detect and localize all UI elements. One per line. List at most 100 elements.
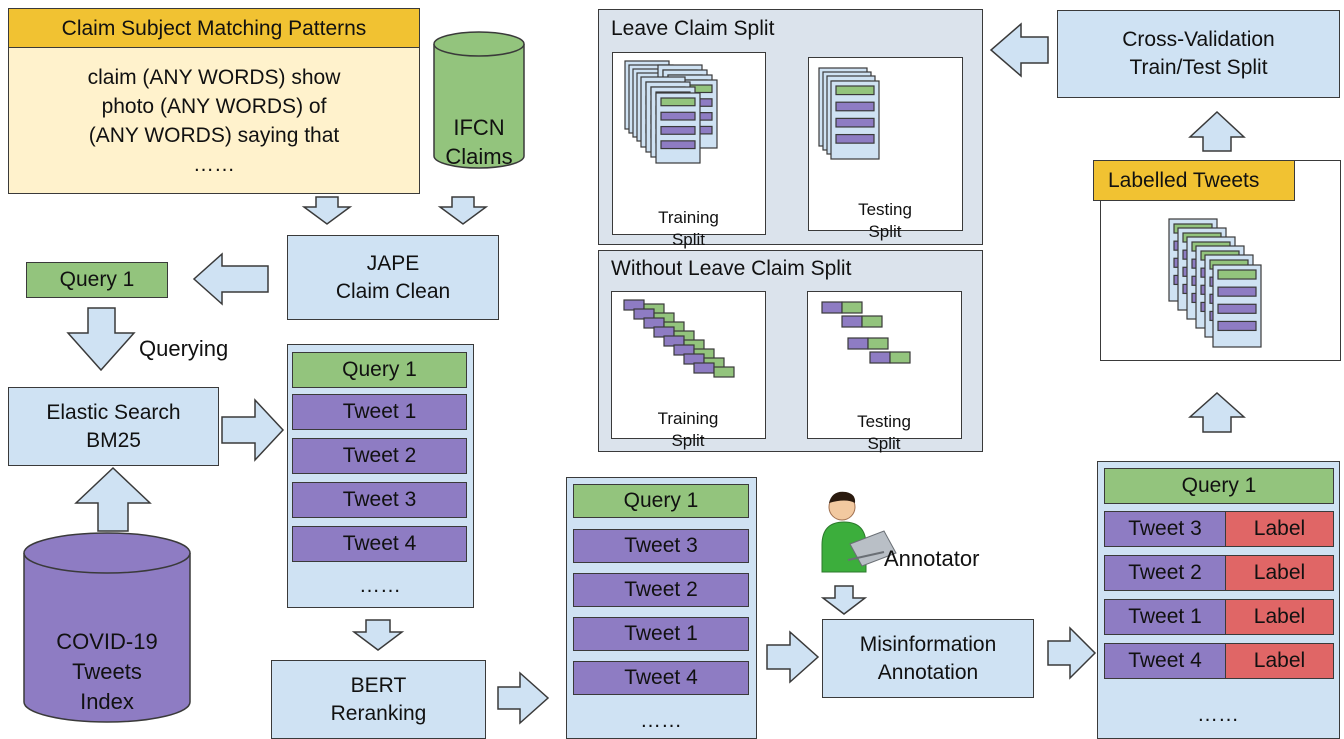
without-testing-label: Testing Split — [857, 412, 911, 453]
without-leave-claim-split-panel: Without Leave Claim Split Training Split… — [598, 250, 983, 453]
doc-query-bar — [1217, 269, 1257, 280]
arrow-right-icon — [1047, 626, 1097, 680]
retrieved-tweet: Tweet 3 — [292, 482, 467, 518]
elastic-search-bm25: Elastic Search BM25 — [8, 387, 219, 466]
pair-tweet-bar — [693, 362, 715, 374]
leave-training-box: Training Split — [612, 52, 766, 249]
annotator-label: Annotator — [884, 546, 980, 571]
reranked-tweet: Tweet 4 — [573, 661, 749, 695]
arrow-down-icon — [437, 196, 489, 225]
leave-claim-split-title: Leave Claim Split — [611, 17, 775, 40]
doc-tweet-bar — [660, 140, 696, 150]
labelled-ellipsis: …… — [1197, 703, 1239, 726]
testing-pairs-icon — [821, 301, 911, 364]
reranked-ellipsis: …… — [640, 709, 682, 732]
doc-tweet-bar — [835, 133, 875, 144]
without-leave-claim-split-title: Without Leave Claim Split — [611, 257, 852, 280]
arrow-down-icon — [820, 585, 868, 615]
pair-query-bar — [867, 337, 889, 350]
without-testing-box: Testing Split — [807, 291, 962, 453]
retrieved-tweet: Tweet 2 — [292, 438, 467, 474]
arrow-right-icon — [497, 671, 550, 725]
arrow-down-icon — [301, 196, 353, 225]
querying-label: Querying — [139, 336, 229, 361]
leave-training-label: Training Split — [658, 208, 719, 249]
training-docs-icon — [624, 60, 718, 164]
doc-tweet-bar — [660, 125, 696, 135]
arrow-right-icon — [221, 398, 285, 462]
pair-query-bar — [889, 351, 911, 364]
training-pairs-icon — [623, 299, 735, 378]
reranked-query: Query 1 — [573, 484, 749, 518]
doc-query-bar — [835, 85, 875, 96]
label-badge: Label — [1225, 555, 1334, 591]
labelled-row: Tweet 3 Label — [1104, 511, 1334, 547]
testing-docs-icon — [818, 67, 880, 160]
pair-tweet-bar — [841, 315, 863, 328]
doc-tweet-bar — [660, 111, 696, 121]
covid-cylinder — [23, 532, 191, 723]
doc-query-bar — [660, 97, 696, 107]
labelled-row: Tweet 2 Label — [1104, 555, 1334, 591]
label-badge: Label — [1225, 643, 1334, 679]
reranked-tweet: Tweet 3 — [573, 529, 749, 563]
labelled-tweet: Tweet 4 — [1104, 643, 1226, 679]
reranked-list: Query 1 Tweet 3 Tweet 2 Tweet 1 Tweet 4 … — [566, 477, 757, 739]
doc-tweet-bar — [1217, 286, 1257, 297]
retrieved-ellipsis: …… — [359, 574, 401, 597]
labelled-tweet: Tweet 3 — [1104, 511, 1226, 547]
labelled-tweets-box: Labelled Tweets — [1093, 160, 1341, 361]
labelled-row: Tweet 1 Label — [1104, 599, 1334, 635]
retrieved-tweet: Tweet 4 — [292, 526, 467, 562]
retrieved-tweet: Tweet 1 — [292, 394, 467, 430]
labelled-list: Query 1 Tweet 3 Label Tweet 2 Label Twee… — [1097, 461, 1340, 739]
misinformation-annotation: Misinformation Annotation — [822, 619, 1034, 698]
ifcn-claims-label: IFCN Claims — [445, 115, 513, 169]
labelled-tweet: Tweet 1 — [1104, 599, 1226, 635]
leave-claim-split-panel: Leave Claim Split Training Split Testing… — [598, 9, 983, 249]
arrow-down-icon — [66, 307, 136, 372]
query-node: Query 1 — [26, 262, 168, 298]
without-training-label: Training Split — [657, 409, 719, 450]
labelled-query: Query 1 — [1104, 468, 1334, 504]
doc-tweet-bar — [1217, 320, 1257, 332]
labelled-row: Tweet 4 Label — [1104, 643, 1334, 679]
doc-tweet-bar — [1217, 303, 1257, 314]
arrow-up-icon — [74, 466, 152, 532]
pair-query-bar — [841, 301, 863, 314]
covid-tweets-index-label: COVID-19 Tweets Index — [56, 629, 158, 714]
annotator-person-icon — [821, 491, 897, 573]
pair-query-bar — [713, 366, 735, 378]
doc-tweet-bar — [835, 117, 875, 128]
doc-tweet-bar — [835, 101, 875, 112]
cross-validation-split: Cross-Validation Train/Test Split — [1057, 10, 1340, 98]
pair-tweet-bar — [869, 351, 891, 364]
pair-tweet-bar — [847, 337, 869, 350]
pair-tweet-bar — [821, 301, 843, 314]
arrow-left-icon — [989, 22, 1049, 78]
label-badge: Label — [1225, 599, 1334, 635]
retrieved-query: Query 1 — [292, 352, 467, 388]
arrow-down-icon — [351, 619, 405, 651]
arrow-right-icon — [766, 630, 820, 684]
labelled-tweet: Tweet 2 — [1104, 555, 1226, 591]
arrow-left-icon — [192, 252, 269, 306]
bert-reranking: BERT Reranking — [271, 660, 486, 739]
arrow-up-icon — [1188, 110, 1246, 152]
leave-testing-box: Testing Split — [808, 57, 963, 241]
patterns-body: claim (ANY WORDS) show photo (ANY WORDS)… — [8, 47, 420, 194]
arrow-up-icon — [1188, 391, 1246, 433]
ifcn-cylinder — [433, 31, 525, 169]
reranked-tweet: Tweet 2 — [573, 573, 749, 607]
pair-query-bar — [861, 315, 883, 328]
labelled-docs-stack-icon — [1168, 218, 1262, 348]
label-badge: Label — [1225, 511, 1334, 547]
jape-claim-clean: JAPE Claim Clean — [287, 235, 499, 320]
reranked-tweet: Tweet 1 — [573, 617, 749, 651]
retrieved-list: Query 1 Tweet 1 Tweet 2 Tweet 3 Tweet 4 … — [287, 344, 474, 608]
without-training-box: Training Split — [611, 291, 766, 450]
labelled-tweets-title: Labelled Tweets — [1093, 160, 1295, 201]
leave-testing-label: Testing Split — [858, 200, 912, 241]
patterns-title: Claim Subject Matching Patterns — [8, 8, 420, 49]
